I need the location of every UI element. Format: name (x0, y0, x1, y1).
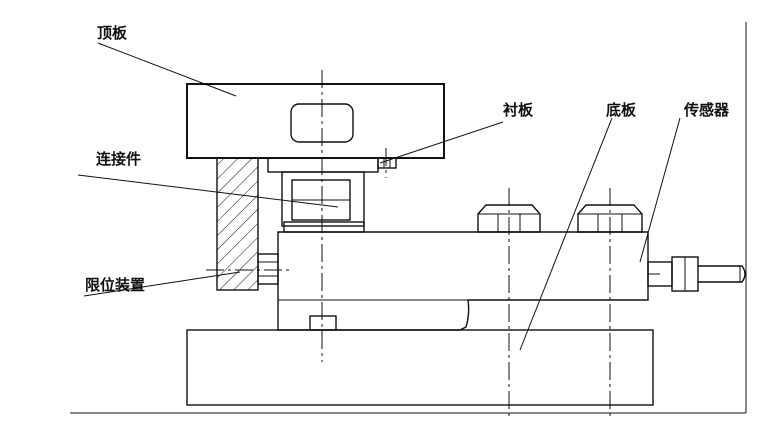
leader-limit-device (83, 271, 241, 297)
leader-sensor (639, 117, 681, 263)
limit-bolt (257, 253, 279, 285)
sensor-body (277, 231, 649, 331)
cable-connector (647, 256, 746, 292)
label-liner-plate: 衬板 (503, 101, 534, 119)
hex-bolt-right (577, 204, 643, 233)
connector-assembly (267, 157, 379, 233)
label-sensor: 传感器 (683, 101, 730, 119)
base-plate (186, 329, 654, 406)
label-base-plate: 底板 (606, 101, 637, 119)
label-limit-device: 限位装置 (85, 276, 145, 294)
leader-top-plate (97, 42, 237, 97)
limit-post (216, 157, 259, 291)
label-top-plate: 顶板 (97, 24, 128, 42)
hex-bolt-left (477, 204, 541, 233)
leader-connector (77, 174, 339, 208)
top-plate (186, 83, 445, 159)
label-connector: 连接件 (96, 150, 141, 168)
base-locator-block (309, 315, 337, 331)
leader-liner-plate (379, 121, 504, 164)
leader-base-plate (519, 117, 613, 351)
